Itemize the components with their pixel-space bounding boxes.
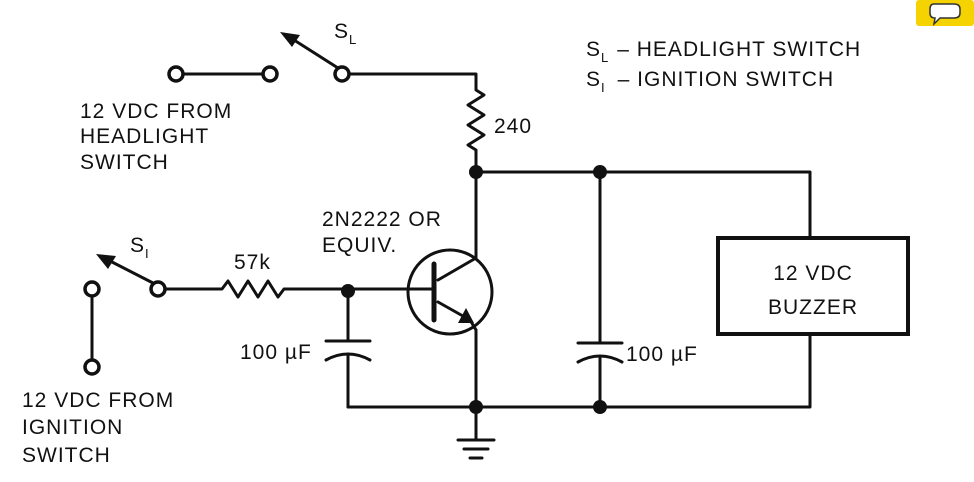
headlight-source-line-3: SWITCH (80, 151, 169, 174)
resistor-57k-label: 57k (234, 251, 271, 274)
ignition-source-line-1: 12 VDC FROM (22, 389, 174, 412)
headlight-switch: SL (167, 20, 357, 83)
chat-bubble-shape (929, 3, 961, 27)
legend-sl-sub: L (601, 50, 609, 65)
ignition-source-line-3: SWITCH (22, 444, 111, 467)
capacitor-right (576, 170, 624, 409)
buzzer-return-wire (598, 332, 812, 409)
chat-bubble-icon[interactable] (914, 0, 974, 28)
headlight-source-line-2: HEADLIGHT (80, 125, 209, 148)
junction-node (593, 400, 607, 414)
capacitor-right-label: 100 µF (626, 343, 698, 366)
ignition-switch-contact (83, 280, 101, 298)
resistor-240 (466, 82, 486, 174)
legend-si-prefix: S (586, 68, 601, 91)
svg-text:SL– HEADLIGHT SWITCH: SL – HEADLIGHT SWITCH (586, 38, 861, 65)
buzzer: 12 VDC BUZZER (716, 236, 910, 336)
ignition-input-terminal (83, 358, 101, 376)
legend-si-text: – IGNITION SWITCH (618, 68, 835, 91)
transistor-label-line-2: EQUIV. (322, 234, 397, 257)
capacitor-left-label: 100 µF (240, 341, 312, 364)
ignition-switch-arrow-icon (96, 254, 116, 269)
headlight-switch-prefix: S (334, 20, 349, 43)
headlight-input-terminal (167, 65, 185, 83)
legend-sl-text: – HEADLIGHT SWITCH (617, 38, 861, 61)
svg-text:SI– IGNITION SWITCH: SI – IGNITION SWITCH (586, 68, 834, 95)
headlight-switch-sub: L (349, 32, 357, 47)
legend-si-sub: I (601, 80, 606, 95)
ignition-source-line-2: IGNITION (22, 416, 123, 439)
buzzer-label-line-2: BUZZER (768, 296, 858, 319)
ignition-switch: SI (83, 234, 167, 376)
capacitor-left (324, 289, 372, 409)
headlight-source-line-1: 12 VDC FROM (80, 100, 232, 123)
resistor-240-label: 240 (494, 115, 532, 138)
transistor-2n2222 (406, 170, 494, 409)
ignition-switch-prefix: S (130, 234, 145, 257)
headlight-feed-wire (347, 72, 478, 86)
top-rail-wire (474, 170, 812, 240)
transistor-label-line-1: 2N2222 OR (322, 208, 442, 231)
ground-icon (456, 405, 496, 460)
headlight-switch-arrow-icon (280, 32, 300, 47)
svg-text:SL: SL (334, 20, 357, 47)
ignition-switch-sub: I (145, 246, 150, 261)
legend-sl-prefix: S (586, 38, 601, 61)
headlight-switch-contact (261, 65, 279, 83)
legend: SL– HEADLIGHT SWITCH SI– IGNITION SWITCH (586, 38, 861, 95)
resistor-57k (163, 279, 436, 299)
headlight-source-label: 12 VDC FROM HEADLIGHT SWITCH (80, 100, 232, 174)
svg-text:SI: SI (130, 234, 150, 261)
ignition-source-label: 12 VDC FROM IGNITION SWITCH (22, 389, 174, 467)
buzzer-label-line-1: 12 VDC (773, 262, 853, 285)
